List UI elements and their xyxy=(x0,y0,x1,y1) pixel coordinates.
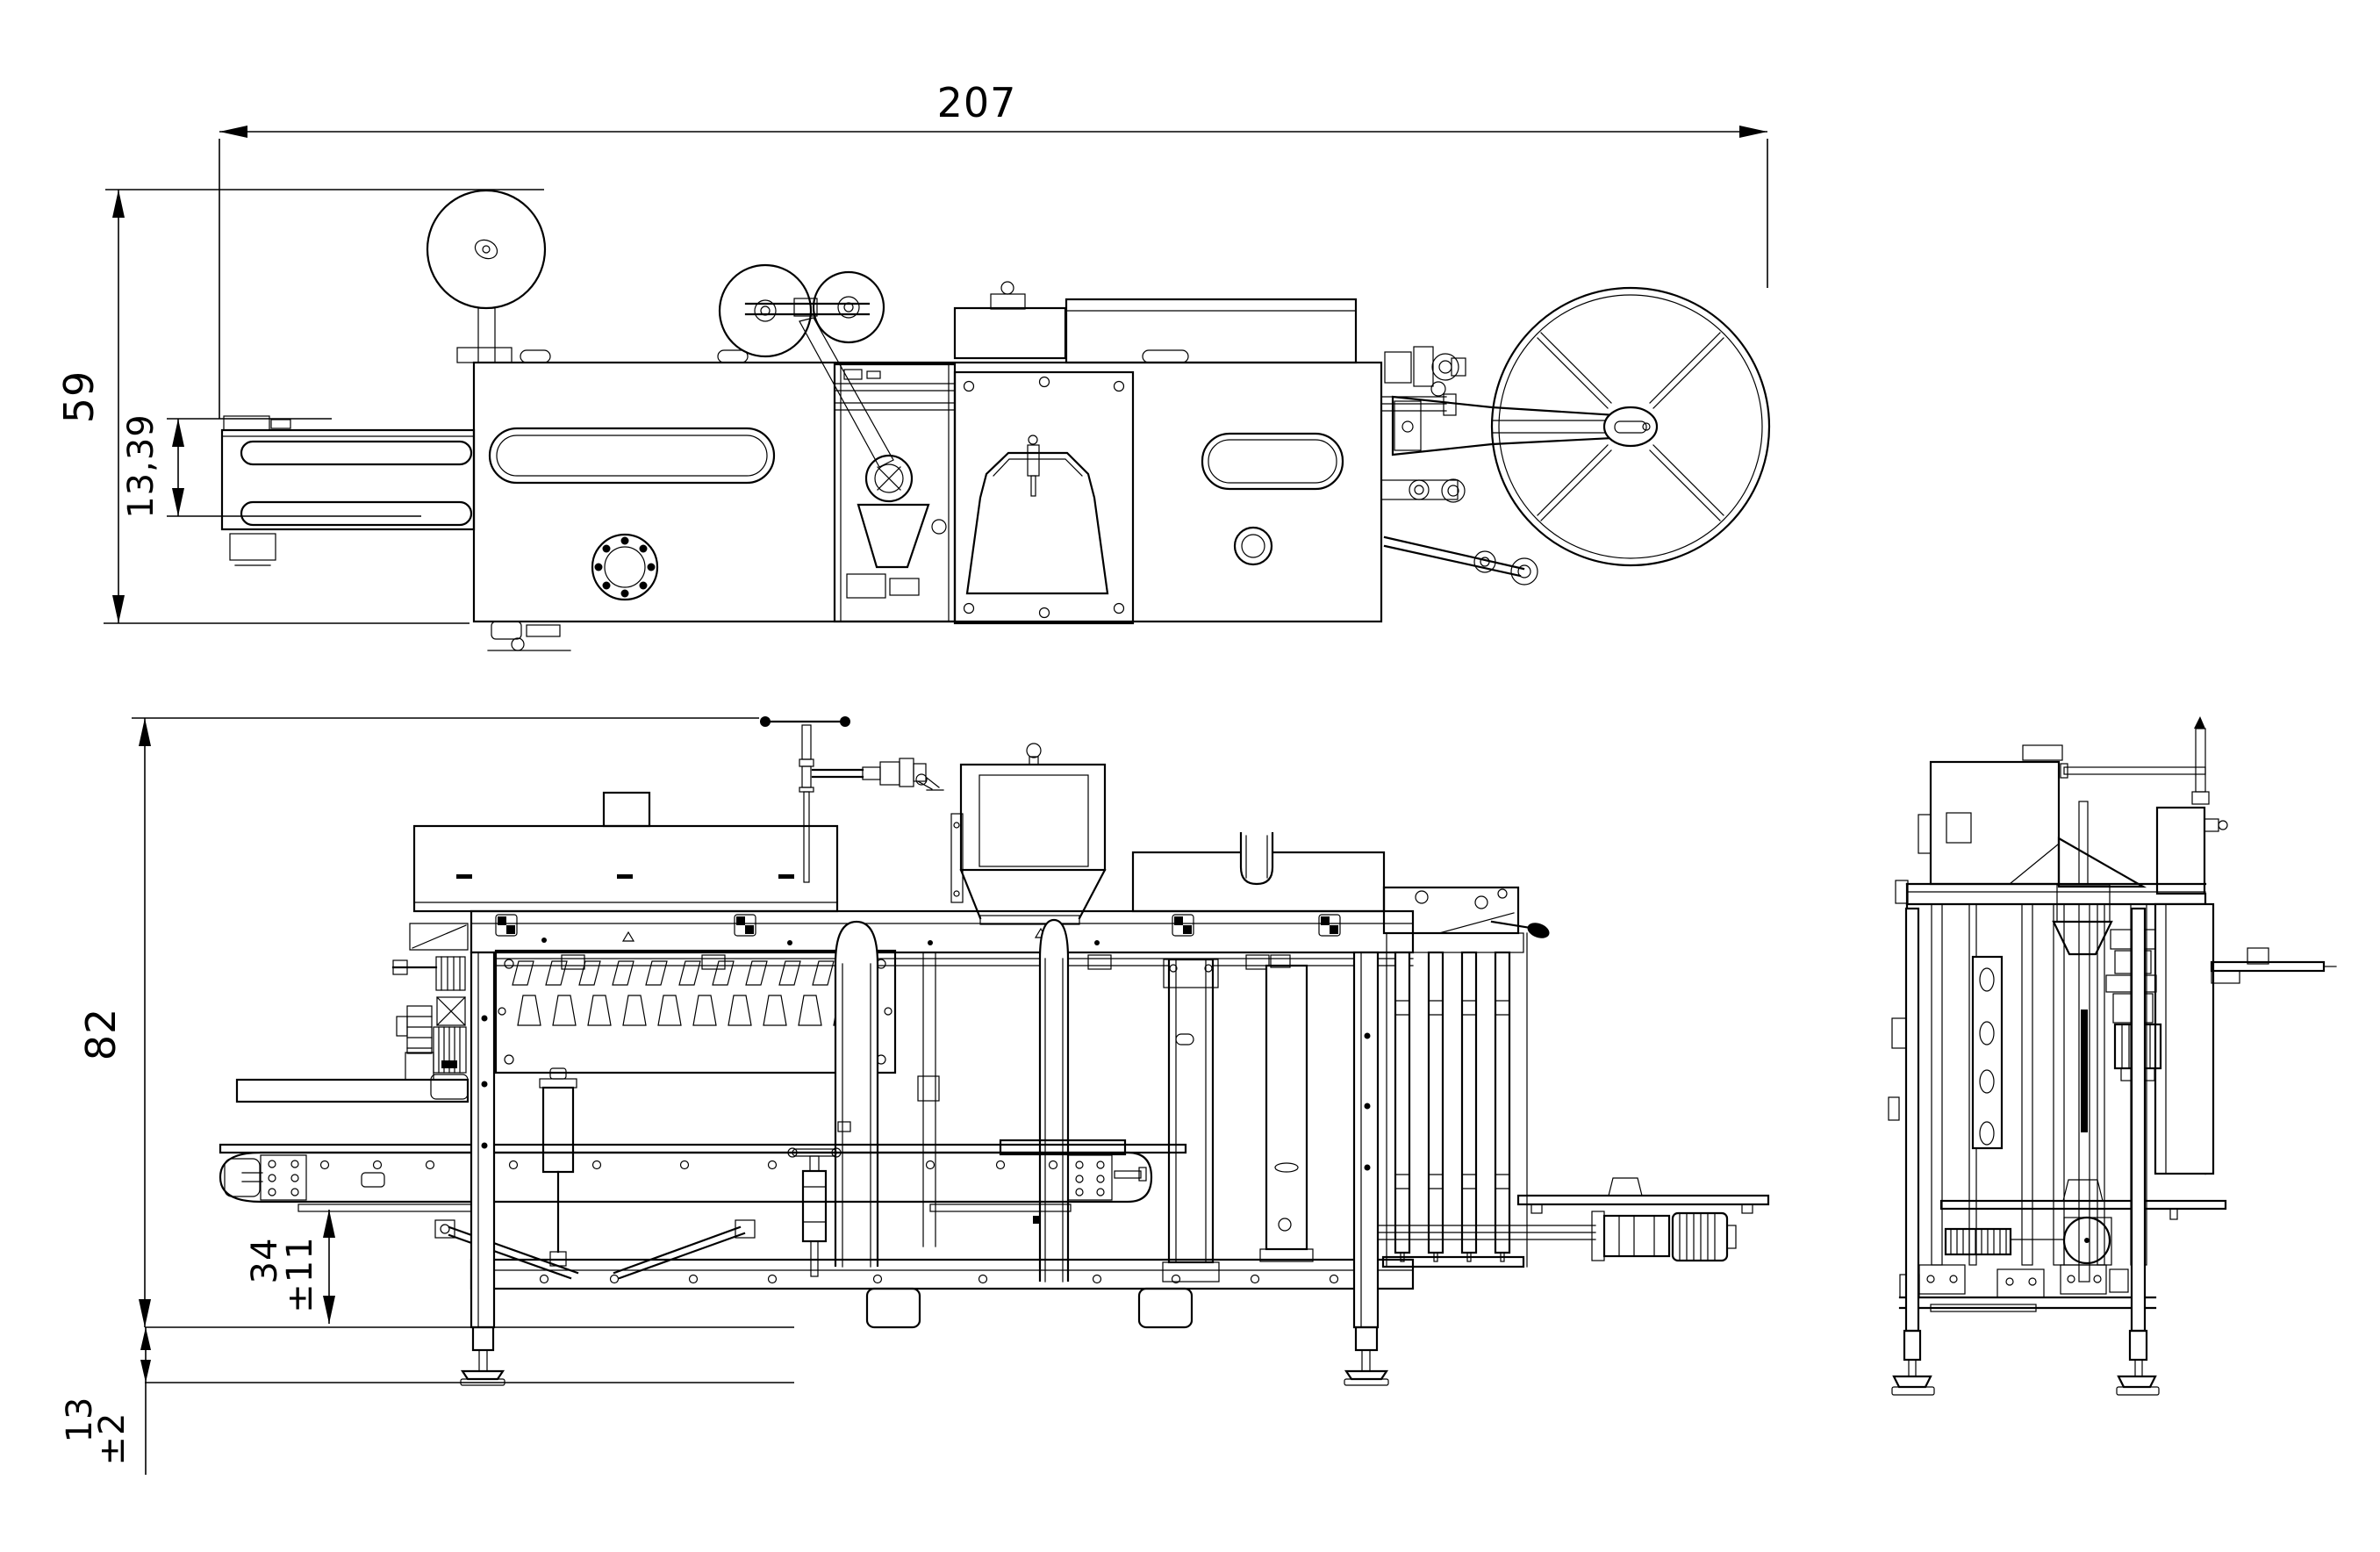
film-wheel-assembly xyxy=(1380,286,1771,586)
former-panel-top xyxy=(953,370,1135,625)
machine-body-top xyxy=(472,349,1383,651)
dim-foot-adjustment: 13 ±2 xyxy=(60,1326,794,1475)
end-mast xyxy=(2060,716,2210,805)
outrigger-arm xyxy=(1383,535,1538,586)
discharge-conveyor xyxy=(1377,1177,1770,1262)
dim-text-overall-length: 207 xyxy=(937,79,1017,126)
twin-guide-discs xyxy=(718,263,914,503)
pneumatic-cylinder xyxy=(539,1067,577,1267)
end-left-leg xyxy=(1891,907,1935,1396)
dim-working-height: 34 ±11 xyxy=(245,1210,335,1324)
end-control-box xyxy=(2155,806,2228,895)
discharge-motor xyxy=(1671,1211,1737,1262)
perforated-panel xyxy=(494,949,897,1074)
forming-module-top xyxy=(833,363,957,623)
belt-bolts xyxy=(319,1160,1058,1170)
left-leg xyxy=(460,951,505,1386)
film-perforator-head xyxy=(879,758,944,791)
column-a xyxy=(834,920,879,1267)
film-wheel-spokes xyxy=(1537,332,1724,521)
dim-text-overall-depth: 59 xyxy=(55,370,103,424)
frame-braces xyxy=(434,1219,756,1280)
film-wheel-rim xyxy=(1490,286,1771,567)
dim-overall-depth: 59 xyxy=(55,189,544,624)
dim-text-working-height: 34 xyxy=(245,1238,285,1284)
magazine-slats xyxy=(1394,951,1511,1262)
right-leg xyxy=(1344,951,1389,1386)
gear-cluster-top xyxy=(1384,346,1466,397)
end-base xyxy=(1898,1264,2157,1312)
infeed-conveyor-top xyxy=(220,415,476,566)
end-discharge-plate xyxy=(1939,1179,2227,1220)
bolt-circle xyxy=(594,536,656,598)
left-drive-stack xyxy=(391,923,469,1100)
right-end-frame xyxy=(1382,886,1550,953)
top-boxes xyxy=(953,281,1358,566)
slot-row-upper xyxy=(512,960,868,986)
dim-text-overall-height: 82 xyxy=(77,1008,125,1061)
film-mast-assembly xyxy=(760,716,944,883)
end-shelf xyxy=(2210,947,2337,984)
inner-columns xyxy=(834,918,1314,1283)
dim-text-foot-adjustment: 13 xyxy=(60,1397,100,1443)
beam-cross-bolts xyxy=(495,914,1341,937)
tape-reel-disc xyxy=(426,189,547,363)
left-hood xyxy=(412,791,839,913)
end-comb-and-wheel xyxy=(1944,1216,2112,1266)
guide-plate xyxy=(1162,958,1220,1283)
main-beam xyxy=(470,909,1415,970)
end-hood xyxy=(1918,744,2147,888)
case-magazine xyxy=(1381,932,1528,1268)
film-wheel-hub xyxy=(1602,406,1659,448)
dim-overall-length: 207 xyxy=(219,79,1768,419)
dim-text-infeed-width: 13,39 xyxy=(121,413,161,519)
handle-knob xyxy=(1527,923,1550,938)
infeed-side-table xyxy=(235,1078,1127,1156)
dim-overall-height: 82 xyxy=(77,717,759,1327)
dim-text-foot-adjustment-tol: ±2 xyxy=(92,1412,133,1466)
end-body xyxy=(1888,880,2215,1283)
screw-jack xyxy=(787,1147,842,1277)
end-side-door xyxy=(2154,902,2215,1175)
right-hood xyxy=(1131,832,1386,913)
dim-infeed-width: 13,39 xyxy=(121,413,421,519)
frame-bolts xyxy=(539,1274,1339,1284)
pusher-plate xyxy=(1259,954,1314,1262)
bag-hopper xyxy=(950,743,1107,925)
end-right-leg xyxy=(2116,907,2160,1396)
column-b xyxy=(1038,918,1070,1282)
slot-row-lower xyxy=(517,995,857,1026)
top-view: 207 59 13,39 xyxy=(55,79,1771,651)
dim-text-working-height-tol: ±11 xyxy=(280,1236,320,1312)
end-posts xyxy=(1931,903,2147,1283)
belt-conveyor xyxy=(219,1143,1187,1212)
base-frame xyxy=(470,1258,1415,1329)
front-view: 82 34 ±11 13 ±2 xyxy=(60,716,1770,1475)
end-slot-channel xyxy=(1971,955,2004,1150)
end-view xyxy=(1888,716,2337,1396)
